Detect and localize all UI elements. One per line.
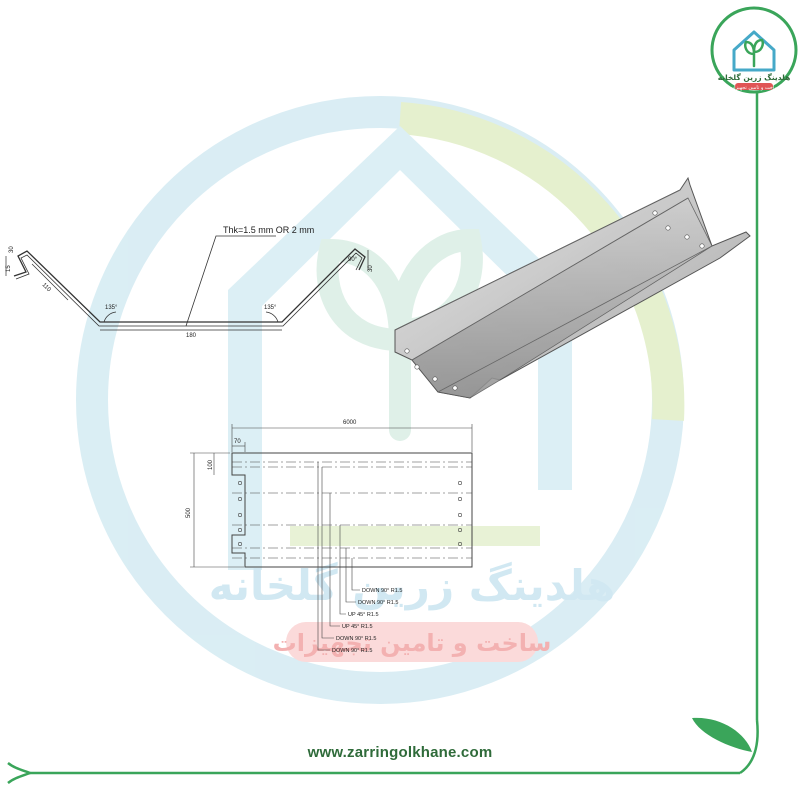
gutter-hole — [652, 210, 658, 216]
callout-leader — [329, 493, 340, 627]
gutter-hole — [432, 376, 438, 382]
dim-length-label: 6000 — [343, 420, 357, 426]
flat-hole — [457, 541, 462, 546]
flat-hole — [238, 496, 243, 501]
watermark-base-icon — [290, 526, 540, 546]
gutter-crease-3 — [394, 189, 681, 331]
watermark-title: هلدینگ زرین گلخانه — [209, 561, 615, 611]
dim-width-label: 500 — [186, 507, 192, 518]
logo: هلدینگ زرین گلخانه ساخت و تامین تجهیزات — [710, 6, 798, 94]
frame-tail-icon — [7, 762, 34, 784]
dim-line-leg-left — [31, 263, 69, 301]
logo-house-icon — [732, 30, 776, 72]
dim-angle-top-right: 90° — [348, 257, 358, 263]
gutter-hole — [665, 225, 671, 231]
leaf-icon — [692, 717, 752, 752]
gutter-hole — [699, 243, 705, 249]
flat-holes — [238, 480, 462, 546]
bend-callout-2: DOWN 90° R1.5 — [358, 600, 398, 606]
profile-section — [5, 235, 369, 331]
dim-notch-height-label: 100 — [208, 459, 214, 470]
callout-leader — [345, 548, 356, 603]
flat-hole — [238, 541, 243, 546]
watermark-house-icon — [228, 126, 572, 570]
logo-subtext: ساخت و تامین تجهیزات — [729, 85, 778, 91]
dim-lip-left: 30 — [9, 246, 15, 253]
flat-hole — [457, 496, 462, 501]
gutter-hole — [684, 234, 690, 240]
flat-hole — [457, 527, 462, 532]
gutter-hole — [404, 348, 410, 354]
dim-lip-right: 30 — [368, 265, 374, 272]
watermark-subtitle: ساخت و تامین تجهیزات — [273, 629, 552, 657]
gutter-3d-view — [394, 176, 751, 399]
flat-outline — [231, 452, 473, 568]
flat-hole — [457, 512, 462, 517]
callout-leader — [351, 558, 360, 591]
dim-return-left: 15 — [6, 265, 12, 272]
dim-base: 180 — [186, 333, 197, 339]
callout-leader — [321, 467, 334, 639]
flat-hole — [238, 527, 243, 532]
website-link[interactable]: www.zarringolkhane.com — [307, 744, 493, 761]
gutter-holes — [404, 210, 705, 391]
profile-labels: Thk=1.5 mm OR 2 mm 30 15 110 135° 180 13… — [6, 225, 374, 339]
gutter-hole — [452, 385, 458, 391]
watermark-ring-accent — [398, 102, 685, 421]
frame — [7, 92, 759, 784]
dim-angle-right: 135° — [264, 305, 277, 311]
logo-text: هلدینگ زرین گلخانه — [718, 73, 791, 82]
bend-callout-5: DOWN 90° R1.5 — [336, 636, 376, 642]
gutter-crease-1 — [411, 197, 689, 361]
flat-hole — [457, 480, 462, 485]
watermark-pill — [286, 622, 538, 662]
dim-angle-left: 135° — [105, 305, 118, 311]
dim-notch-width-label: 70 — [234, 439, 241, 445]
profile-outline-inner — [15, 252, 363, 327]
flat-bend-lines — [232, 461, 472, 559]
flat-pattern — [190, 424, 473, 651]
thickness-leader — [185, 235, 276, 327]
dim-arc-right — [265, 311, 279, 323]
watermark: هلدینگ زرین گلخانه ساخت و تامین تجهیزات — [76, 96, 685, 704]
dim-arc-left — [103, 311, 117, 323]
bend-callout-4: UP 45° R1.5 — [342, 624, 373, 630]
gutter-hole — [414, 364, 420, 370]
callout-leader — [317, 462, 330, 651]
gutter-crease-2 — [437, 245, 713, 393]
frame-curve — [739, 719, 759, 775]
flat-dimensions — [190, 424, 473, 568]
callout-leader — [339, 525, 346, 615]
bend-callout-3: UP 45° R1.5 — [348, 612, 379, 618]
callout-leaders — [317, 462, 360, 651]
flat-labels: 6000 70 100 500 DOWN 90° R1.5 DOWN 90° R… — [186, 420, 402, 654]
bend-callout-1: DOWN 90° R1.5 — [362, 588, 402, 594]
profile-outline — [13, 248, 366, 323]
dim-leg-left: 110 — [41, 282, 52, 293]
bend-callout-6: DOWN 90° R1.5 — [332, 648, 372, 654]
logo-leaf-icon — [744, 38, 764, 68]
flat-hole — [238, 512, 243, 517]
flat-hole — [238, 480, 243, 485]
logo-pill — [735, 83, 773, 90]
thickness-label: Thk=1.5 mm OR 2 mm — [223, 225, 314, 235]
